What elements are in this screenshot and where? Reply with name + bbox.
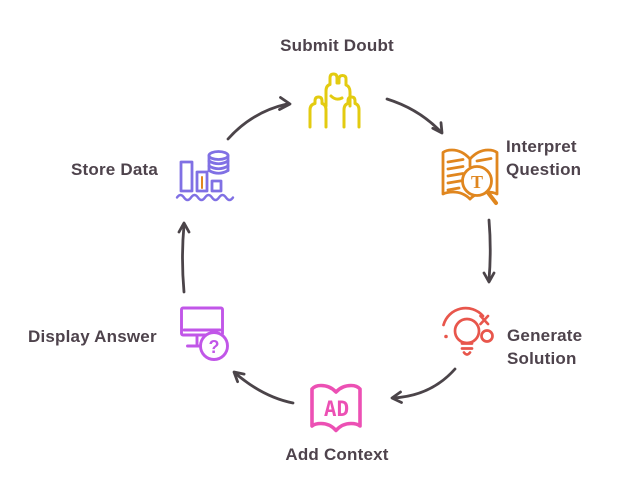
lightbulb-refresh-icon — [442, 306, 494, 356]
monitor-question-icon — [180, 306, 229, 361]
arrow-submit-to-interpret — [385, 97, 443, 134]
raised-hands-icon — [308, 72, 361, 129]
arrow-store-to-submit — [226, 102, 289, 141]
open-book-icon — [310, 383, 362, 433]
database-chart-icon — [175, 150, 235, 202]
flow-arrows — [177, 96, 496, 405]
book-magnifier-letter: T — [471, 172, 483, 192]
arrow-add-to-display-head — [232, 370, 246, 384]
label-generate-solution: Generate Solution — [507, 324, 582, 370]
arrow-submit-to-interpret-head — [431, 121, 444, 135]
svg-text:?: ? — [209, 337, 220, 357]
label-interpret-question-line2: Question — [506, 160, 582, 179]
label-interpret-question-line1: Interpret — [506, 137, 577, 156]
book-magnifier-icon — [441, 148, 499, 205]
arrow-add-to-display — [233, 371, 295, 405]
label-display-answer: Display Answer — [28, 327, 157, 346]
arrow-display-to-store-head — [177, 221, 191, 234]
label-generate-solution-line2: Solution — [507, 349, 577, 368]
arrow-display-to-store — [181, 223, 186, 294]
svg-text:AD: AD — [324, 397, 349, 421]
arrow-generate-to-add — [391, 367, 457, 400]
arrow-generate-to-add-head — [390, 390, 403, 404]
arrow-store-to-submit-head — [278, 96, 292, 111]
label-store-data: Store Data — [71, 160, 159, 179]
label-submit-doubt: Submit Doubt — [280, 36, 394, 55]
label-add-context: Add Context — [285, 445, 389, 464]
monitor-question-mark: ? — [209, 337, 220, 357]
open-book-letters: AD — [324, 397, 349, 421]
label-generate-solution-line1: Generate — [507, 326, 583, 345]
arrow-interpret-to-generate — [487, 218, 492, 282]
svg-text:T: T — [471, 172, 483, 192]
arrow-interpret-to-generate-head — [482, 271, 496, 284]
label-interpret-question: Interpret Question — [506, 135, 581, 181]
